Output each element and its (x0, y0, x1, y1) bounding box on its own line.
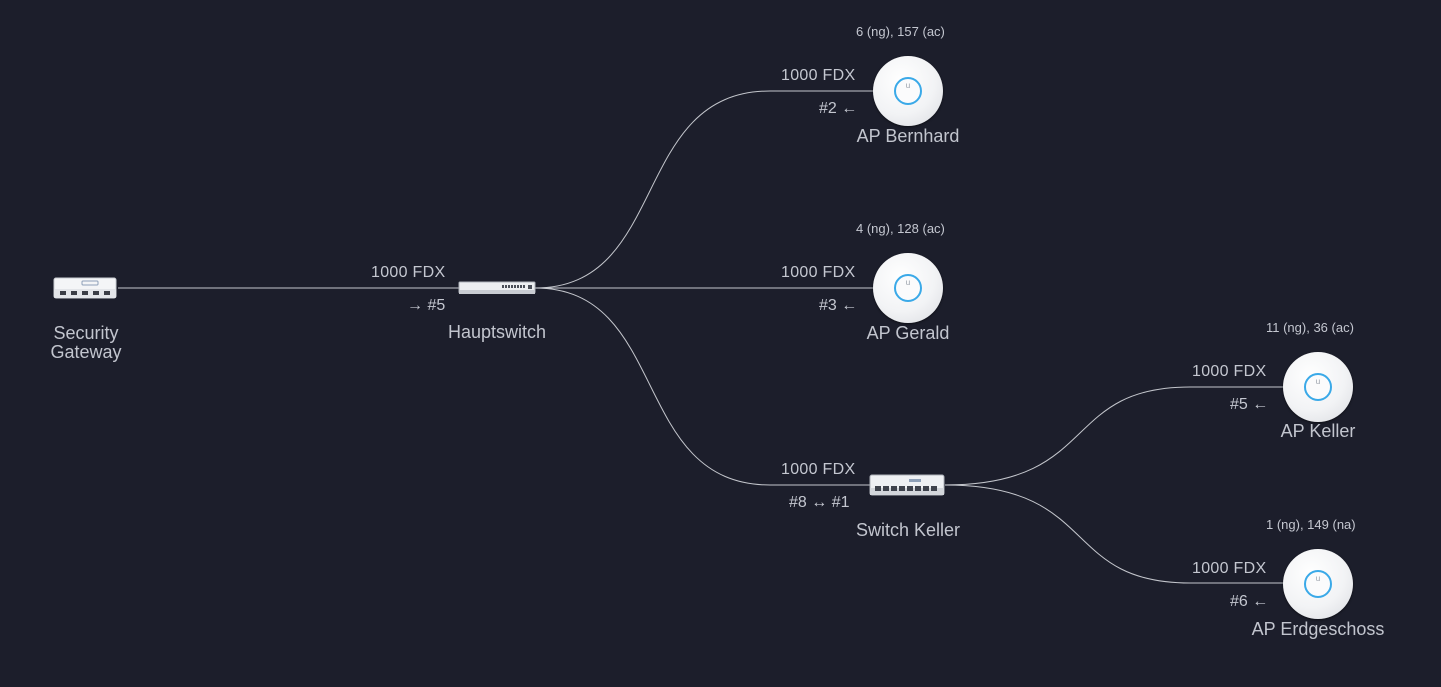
ap-gerald-link-speed: 1000 FDX (781, 264, 856, 281)
ap-bernhard-link-speed: 1000 FDX (781, 67, 856, 84)
ap-gerald-channels: 4 (ng), 128 (ac) (856, 221, 945, 236)
ap-gerald-label: AP Gerald (866, 323, 950, 343)
security-gateway-icon (53, 277, 117, 299)
switch-8-port-icon (869, 474, 945, 496)
switch-keller-port: #8 ↔ #1 (789, 494, 850, 511)
ap-keller-link-speed: 1000 FDX (1192, 363, 1267, 380)
ap-erdgeschoss-channels: 1 (ng), 149 (na) (1266, 517, 1356, 532)
ap-bernhard-channels: 6 (ng), 157 (ac) (856, 24, 945, 39)
ap-gerald-port: #3 ← (819, 297, 858, 314)
switch-keller-link-speed: 1000 FDX (781, 461, 856, 478)
hauptswitch-device[interactable] (458, 280, 536, 296)
ap-logo: u (905, 278, 911, 287)
ap-erdgeschoss-device[interactable]: u (1283, 549, 1353, 619)
access-point-icon (894, 77, 922, 105)
ap-bernhard-label: AP Bernhard (856, 126, 960, 146)
ap-erdgeschoss-port: #6 ← (1230, 593, 1269, 610)
security-gateway-label-line1: Security (53, 323, 119, 343)
switch-keller-device[interactable] (869, 473, 945, 497)
ap-logo: u (1315, 377, 1321, 386)
hauptswitch-port: → #5 (407, 297, 446, 314)
ap-keller-device[interactable]: u (1283, 352, 1353, 422)
ap-keller-channels: 11 (ng), 36 (ac) (1266, 320, 1354, 335)
ap-bernhard-device[interactable]: u (873, 56, 943, 126)
hauptswitch-label: Hauptswitch (447, 322, 547, 342)
hauptswitch-link-speed: 1000 FDX (371, 264, 446, 281)
ap-erdgeschoss-link-speed: 1000 FDX (1192, 560, 1267, 577)
security-gateway-label-line2: Gateway (50, 342, 122, 362)
access-point-icon (1304, 570, 1332, 598)
access-point-icon (894, 274, 922, 302)
switch-24-port-icon (458, 281, 536, 294)
link-hauptswitch-ap-bernhard (534, 90, 875, 289)
ap-erdgeschoss-label: AP Erdgeschoss (1251, 619, 1385, 639)
ap-gerald-device[interactable]: u (873, 253, 943, 323)
security-gateway-label: Security Gateway (36, 324, 136, 362)
link-switch-keller-ap-erdgeschoss (944, 484, 1285, 584)
ap-logo: u (1315, 574, 1321, 583)
ap-bernhard-port: #2 ← (819, 100, 858, 117)
switch-keller-label: Switch Keller (855, 520, 961, 540)
ap-keller-label: AP Keller (1280, 421, 1356, 441)
security-gateway-device[interactable] (52, 276, 118, 300)
access-point-icon (1304, 373, 1332, 401)
ap-logo: u (905, 81, 911, 90)
link-hauptswitch-switch-keller (534, 287, 870, 486)
link-switch-keller-ap-keller (944, 386, 1285, 486)
ap-keller-port: #5 ← (1230, 396, 1269, 413)
